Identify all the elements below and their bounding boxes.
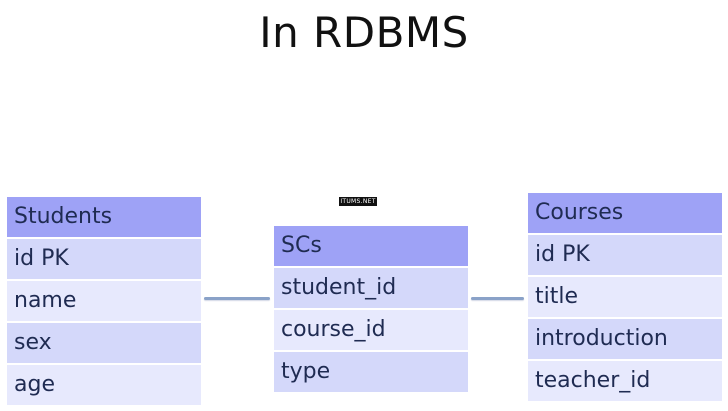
table-header-courses: Courses xyxy=(528,193,722,233)
relation-connector-students-scs xyxy=(204,297,270,300)
table-header-scs: SCs xyxy=(274,226,468,266)
table-header-students: Students xyxy=(7,197,201,237)
relation-connector-scs-courses xyxy=(471,297,524,300)
table-row: introduction xyxy=(528,319,722,359)
table-row: type xyxy=(274,352,468,392)
courses-table: Courses id PK title introduction teacher… xyxy=(528,193,722,403)
table-row: name xyxy=(7,281,201,321)
table-row: title xyxy=(528,277,722,317)
slide-title: In RDBMS xyxy=(259,8,469,57)
table-row: age xyxy=(7,365,201,405)
table-row: id PK xyxy=(7,239,201,279)
students-table: Students id PK name sex age xyxy=(7,197,201,407)
scs-table: SCs student_id course_id type xyxy=(274,226,468,394)
watermark-logo: ITUMS.NET xyxy=(339,197,377,206)
table-row: id PK xyxy=(528,235,722,275)
table-row: student_id xyxy=(274,268,468,308)
table-row: teacher_id xyxy=(528,361,722,401)
table-row: course_id xyxy=(274,310,468,350)
table-row: sex xyxy=(7,323,201,363)
